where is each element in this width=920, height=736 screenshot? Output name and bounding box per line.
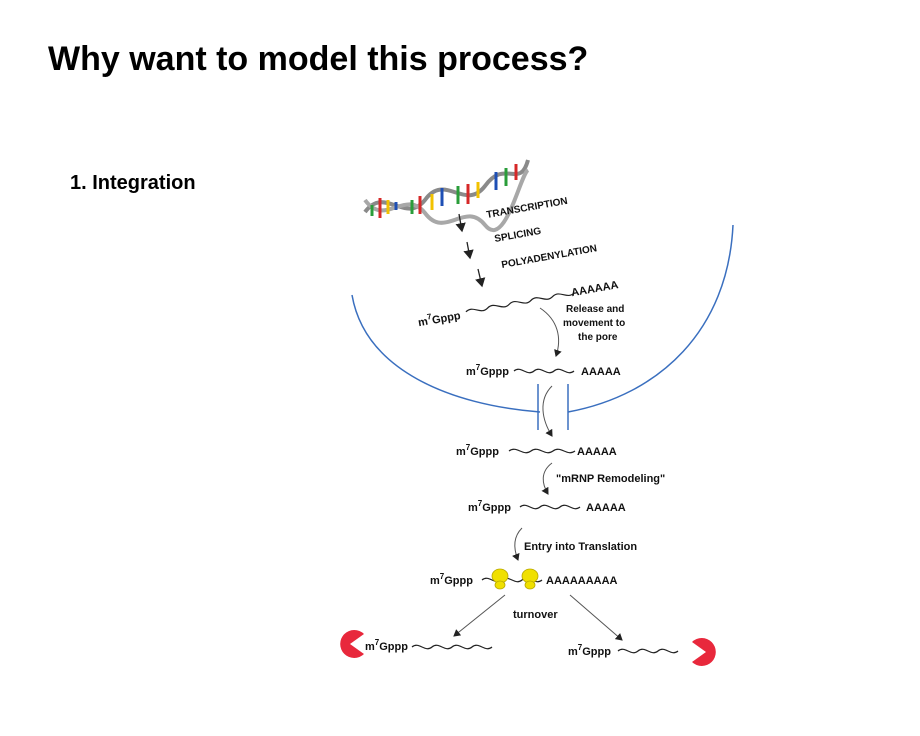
remodeling-arrow (541, 462, 553, 495)
nuclear-pore (537, 384, 569, 430)
exonuclease-icon (692, 638, 716, 666)
turnover-arrow-right (569, 594, 623, 641)
mrna-cap-label: m7Gppp (568, 643, 611, 658)
mrna-cap-label: m7Gppp (365, 638, 408, 653)
turnover-arrow-left (453, 594, 506, 637)
release-label: Release and movement to the pore (563, 304, 628, 343)
nuclear-membrane (351, 224, 734, 413)
mrna-cap-label: m7Gppp (468, 499, 511, 514)
release-arrow (539, 307, 562, 357)
poly-a-tail-5: AAAAAAAAA (546, 575, 618, 587)
exonuclease-icon (340, 630, 364, 659)
decay-3prime: m7Gppp (568, 638, 716, 666)
mrna-cap-label: m7Gppp (456, 443, 499, 458)
slide-subtitle: 1. Integration (70, 172, 196, 194)
ribosome-icon (521, 568, 539, 590)
decay-5prime: m7Gppp (340, 630, 493, 659)
poly-a-tail-3: AAAAA (577, 446, 617, 458)
mrna-exported: m7Gppp AAAAA (456, 443, 617, 458)
poly-a-tail-2: AAAAA (581, 366, 621, 378)
poly-a-tail-1: AAAAAA (570, 279, 619, 299)
turnover-label: turnover (513, 609, 558, 621)
mrna-cap-label: m7Gppp (466, 363, 509, 378)
ribosome-icon (491, 568, 509, 590)
mrna-cap-label: m7Gppp (430, 572, 473, 587)
mrna-at-pore: m7Gppp AAAAA (466, 363, 621, 378)
translation-arrow (512, 527, 523, 561)
translation-label: Entry into Translation (524, 541, 637, 553)
remodeling-label: "mRNP Remodeling" (556, 473, 665, 485)
processing-arrows (455, 213, 486, 288)
mrna-cap-label: m7Gppp (417, 307, 462, 329)
dna-helix-icon (363, 159, 530, 232)
mrna-translating: m7Gppp AAAAAAAAA (430, 568, 618, 590)
poly-a-tail-4: AAAAA (586, 502, 626, 514)
export-arrow (542, 385, 553, 437)
slide-title: Why want to model this process? (48, 40, 589, 78)
step-splicing: SPLICING (494, 226, 543, 245)
step-polyadenylation: POLYADENYLATION (501, 243, 598, 271)
mrna-remodeled: m7Gppp AAAAA (468, 499, 626, 514)
step-transcription: TRANSCRIPTION (486, 196, 569, 221)
